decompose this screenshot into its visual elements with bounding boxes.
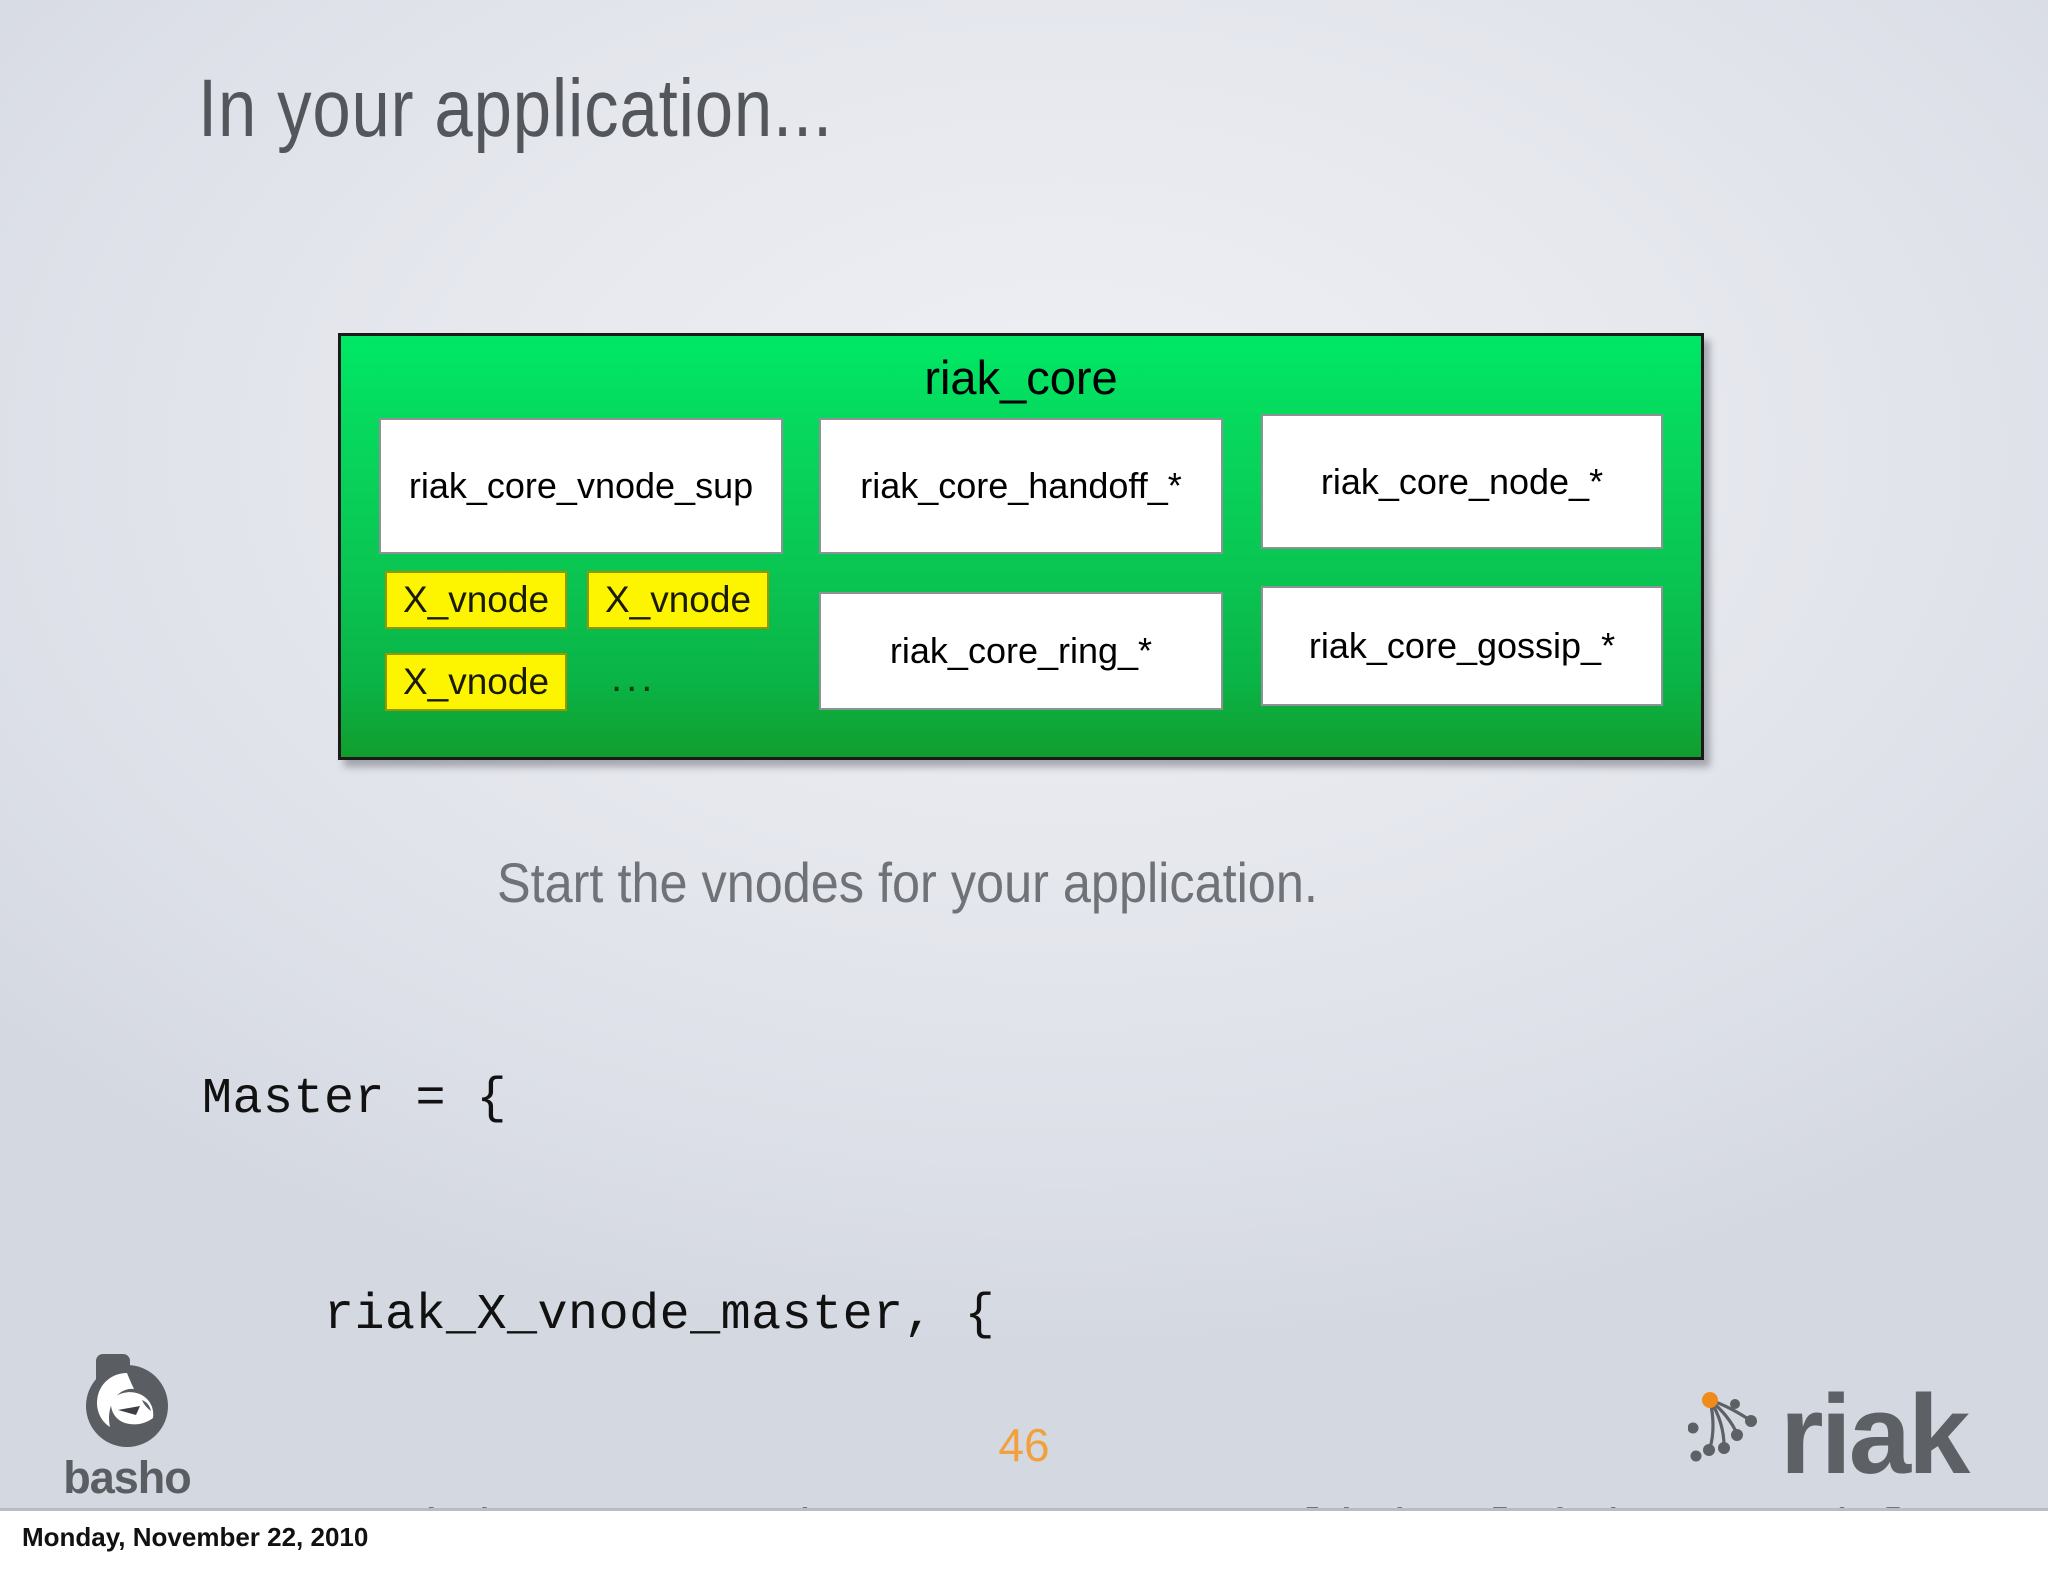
module-box-riak-core-node: riak_core_node_* [1261, 414, 1663, 549]
code-line: riak_X_vnode_master, { [202, 1287, 996, 1344]
basho-logo: basho [38, 1348, 216, 1508]
module-box-riak-core-handoff: riak_core_handoff_* [819, 418, 1223, 554]
code-block: Master = { riak_X_vnode_master, { riak_c… [202, 920, 1910, 1508]
basho-wordmark: basho [63, 1452, 192, 1503]
riak-burst-icon [1687, 1392, 1757, 1462]
module-box-riak-core-gossip: riak_core_gossip_* [1261, 586, 1663, 706]
vnode-box-1: X_vnode [385, 571, 567, 629]
footer-date: Monday, November 22, 2010 [22, 1522, 369, 1552]
diagram-title: riak_core [924, 351, 1118, 404]
riak-wordmark: riak [1780, 1372, 1970, 1497]
basho-mark-icon [86, 1354, 168, 1447]
page-title: In your application... [198, 63, 833, 154]
riak-logo: riak [1687, 1372, 2018, 1502]
vnode-box-3: X_vnode [385, 653, 567, 711]
module-box-riak-core-ring: riak_core_ring_* [819, 592, 1223, 710]
code-line: Master = { [202, 1071, 508, 1128]
riak-core-diagram: riak_core riak_core_vnode_sup riak_core_… [338, 333, 1704, 760]
slide-canvas: In your application... riak_core riak_co… [0, 0, 2048, 1511]
code-line: riak_core_vnode_master, start_link, [ria… [202, 1496, 1910, 1508]
vnode-box-2: X_vnode [587, 571, 769, 629]
module-box-riak-core-vnode-sup: riak_core_vnode_sup [379, 418, 783, 554]
vnode-ellipsis: ... [611, 656, 657, 700]
page-number: 46 [998, 1419, 1050, 1471]
diagram-caption: Start the vnodes for your application. [497, 851, 1318, 914]
